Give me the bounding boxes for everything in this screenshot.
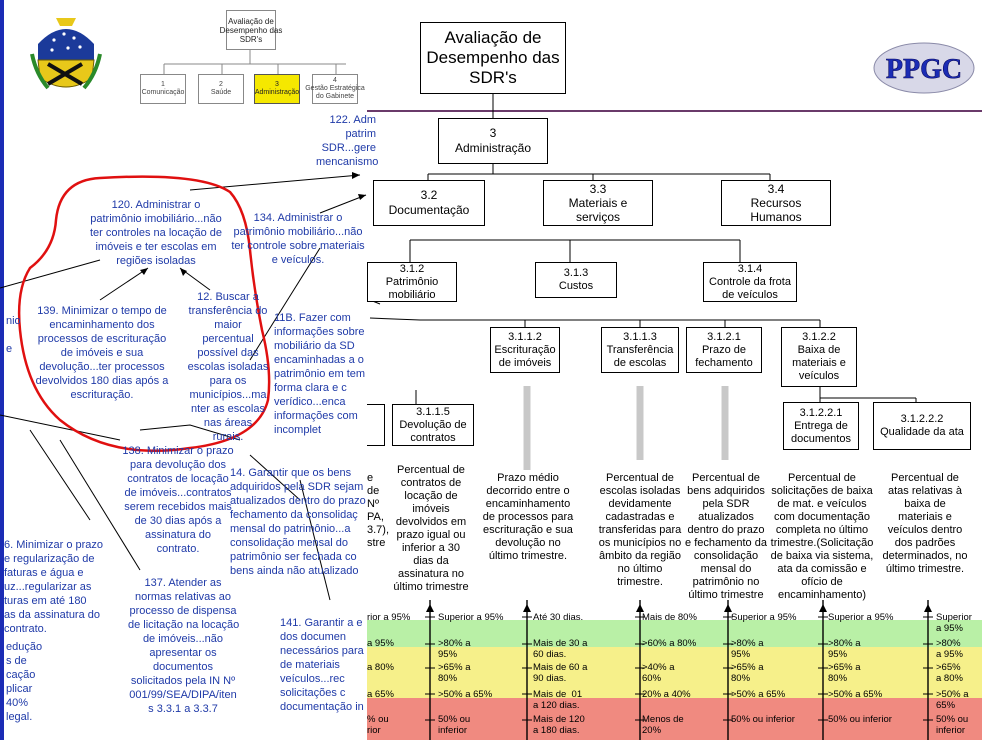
descriptor-3-1-1-3: Percentual de escolas isoladas devidamen…: [598, 472, 682, 588]
band-red: [367, 698, 982, 740]
scale-col0-level-2: a 95%: [367, 638, 394, 649]
node-3-1-2-2-1-entrega: 3.1.2.2.1 Entrega de documentos: [783, 402, 859, 450]
node-3-3-materiais: 3.3 Materiais e serviços: [543, 180, 653, 226]
node-3-1-1-5-devolucao: 3.1.1.5 Devolução de contratos: [392, 404, 474, 446]
node-3-1-2-1-prazo: 3.1.2.1 Prazo de fechamento: [686, 327, 762, 373]
scale-col3-level-4: 20% a 40%: [642, 689, 691, 700]
node-3-1-2-patrimonio: 3.1.2 Patrimônio mobiliário: [367, 262, 457, 302]
node-partial-left-box: [367, 404, 385, 446]
node-134-text: 134. Administrar o patrimônio mobiliário…: [231, 212, 365, 266]
band-top-white: [367, 608, 982, 620]
scale-col2-level-2: Mais de 30 a 60 dias.: [533, 638, 588, 660]
band-yellow: [367, 647, 982, 698]
scale-col1-level-1: Superior a 95%: [438, 612, 504, 623]
university-crest-logo: [30, 14, 102, 96]
scale-col6-level-1: Superior a 95%: [936, 612, 972, 634]
node-141-text: 141. Garantir a e dos documen necessário…: [280, 617, 364, 713]
scale-col6-level-2: >80% a 95%: [936, 638, 963, 660]
scale-col2-level-4: Mais de 01 a 120 dias.: [533, 689, 583, 711]
scale-col5-level-2: >80% a 95%: [828, 638, 861, 660]
left-edge-fragment-b: edução s de cação plicar 40% legal.: [6, 641, 43, 723]
header-divider: [367, 110, 982, 112]
node-11b-text: 11B. Fazer com informações sobre mobiliá…: [274, 312, 366, 436]
node-3-1-1-2-escrituracao: 3.1.1.2 Escrituração de imóveis: [490, 327, 560, 373]
mini-item-2: 2 Saúde: [198, 74, 244, 104]
scale-col3-level-1: Mais de 80%: [642, 612, 697, 623]
node-3-1-2-2-2-qualidade: 3.1.2.2.2 Qualidade da ata: [873, 402, 971, 450]
scale-col4-level-2: >80% a 95%: [731, 638, 764, 660]
scale-col0-level-1: rior a 95%: [367, 612, 411, 623]
scale-col5-level-4: >50% a 65%: [828, 689, 883, 700]
scale-col6-level-3: >65% a 80%: [936, 662, 963, 684]
scale-col1-level-3: >65% a 80%: [438, 662, 471, 684]
scale-col0-level-4: a 65%: [367, 689, 394, 700]
node-3-2-documentacao: 3.2 Documentação: [373, 180, 485, 226]
ppgc-logo: PPGC: [872, 40, 976, 96]
descriptor-3-1-2-1: Percentual de bens adquiridos pela SDR a…: [685, 472, 767, 601]
node-137-text: 137. Atender as normas relativas ao proc…: [128, 577, 240, 715]
mini-item-1: 1 Comunicação: [140, 74, 186, 104]
scale-col2-level-1: Até 30 dias.: [533, 612, 584, 623]
node-3-1-1-3-transferencia: 3.1.1.3 Transferência de escolas: [601, 327, 679, 373]
node-3-administracao: 3 Administração: [438, 118, 548, 164]
scale-col6-level-5: 50% ou inferior: [936, 714, 969, 736]
mini-item-4: 4 Gestão Estratégica do Gabinete: [305, 74, 365, 104]
node-139-text: 139. Minimizar o tempo de encaminhamento…: [35, 305, 169, 401]
node-3-4-recursos: 3.4 Recursos Humanos: [721, 180, 831, 226]
left-edge-bar: [0, 0, 4, 740]
node-138-text: 138. Minimizar o prazo para devolução do…: [122, 445, 234, 555]
scale-col2-level-5: Mais de 120 a 180 dias.: [533, 714, 585, 736]
descriptor-3-1-2-2-1: Percentual de solicitações de baixa de m…: [770, 472, 874, 601]
scale-col4-level-1: Superior a 95%: [731, 612, 797, 623]
node-12-text: 12. Buscar a transferência do maior perc…: [187, 291, 269, 443]
scale-col5-level-3: >65% a 80%: [828, 662, 861, 684]
node-root-avaliacao: Avaliação de Desempenho das SDR's: [420, 22, 566, 94]
descriptor-3-1-1-5: Percentual de contratos de locação de im…: [393, 464, 469, 593]
node-14-text: 14. Garantir que os bens adquiridos pela…: [230, 467, 366, 577]
scale-col5-level-5: 50% ou inferior: [828, 714, 892, 725]
mini-item-3: 3 Administração: [254, 74, 300, 104]
descriptor-partial: e de Nº PA, 3.7), stre: [367, 472, 390, 549]
scale-col4-level-5: 50% ou inferior: [731, 714, 795, 725]
scale-col1-level-5: 50% ou inferior: [438, 714, 471, 736]
scale-col0-level-3: a 80%: [367, 662, 394, 673]
left-edge-fragment-a: nio e: [6, 315, 21, 355]
node-3-1-3-custos: 3.1.3 Custos: [535, 262, 617, 298]
scale-col3-level-3: >40% a 60%: [642, 662, 675, 684]
ppgc-logo-text: PPGC: [886, 54, 962, 85]
scale-col4-level-3: >65% a 80%: [731, 662, 764, 684]
node-122-text: 122. Adm patrim SDR...gere mencanismo: [316, 114, 379, 168]
red-highlight-outline: [17, 175, 271, 452]
band-green: [367, 620, 982, 647]
mini-connectors: [163, 50, 346, 74]
node-3-1-4-controle-frota: 3.1.4 Controle da frota de veículos: [703, 262, 797, 302]
scale-col6-level-4: >50% a 65%: [936, 689, 969, 711]
scale-col1-level-2: >80% a 95%: [438, 638, 471, 660]
scale-col1-level-4: >50% a 65%: [438, 689, 493, 700]
scale-col3-level-2: >60% a 80%: [642, 638, 697, 649]
mini-root-box: Avaliação de Desempenho das SDR's: [220, 10, 282, 50]
descriptor-3-1-2-2-2: Percentual de atas relativas à baixa de …: [882, 472, 968, 575]
scale-col4-level-4: >50% a 65%: [731, 689, 786, 700]
descriptor-3-1-1-2: Prazo médio decorrido entre o encaminham…: [482, 472, 574, 562]
node-120-text: 120. Administrar o patrimônio imobiliári…: [89, 199, 223, 267]
scale-col0-level-5: % ou rior: [367, 714, 389, 736]
scale-col3-level-5: Menos de 20%: [642, 714, 684, 736]
scale-col5-level-1: Superior a 95%: [828, 612, 894, 623]
scale-col2-level-3: Mais de 60 a 90 dias.: [533, 662, 588, 684]
node-3-1-2-2-baixa: 3.1.2.2 Baixa de materiais e veículos: [781, 327, 857, 387]
node-6-text: 6. Minimizar o prazo e regularização de …: [4, 539, 104, 635]
